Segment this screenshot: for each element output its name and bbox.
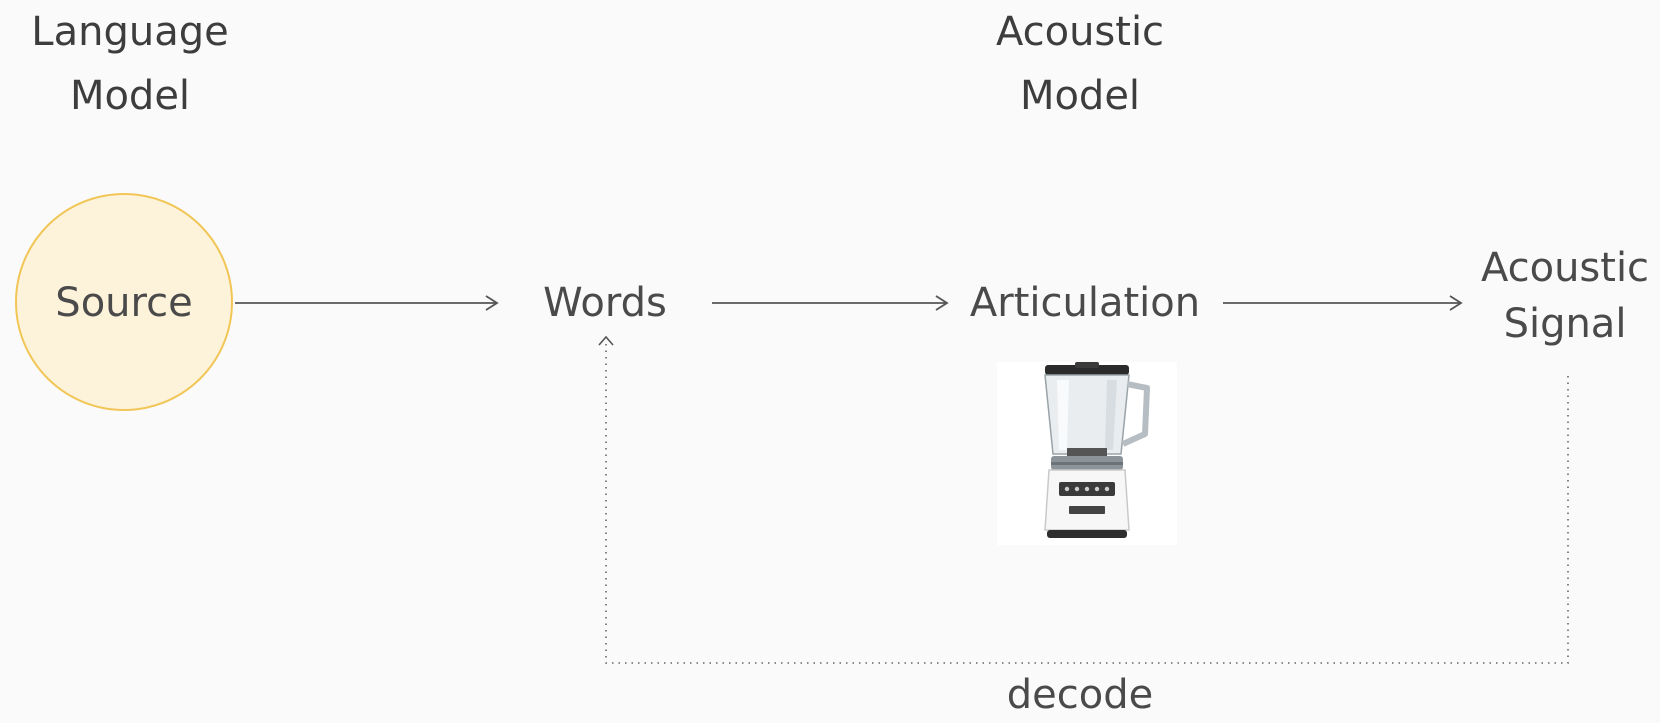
arrow-words-to-articulation — [712, 295, 949, 311]
decode-feedback-path — [598, 335, 1569, 664]
decode-label: decode — [1006, 672, 1154, 718]
language-model-heading: Language Model — [31, 9, 229, 119]
source-node-label: Source — [55, 280, 193, 326]
blender-image — [997, 362, 1177, 545]
source-circle — [15, 193, 233, 411]
arrow-source-to-words — [235, 295, 499, 311]
arrow-articulation-to-signal — [1223, 295, 1463, 311]
acoustic-model-heading: Acoustic Model — [995, 9, 1165, 119]
acoustic-signal-node-label: Acoustic Signal — [1480, 245, 1650, 347]
articulation-node-label: Articulation — [969, 280, 1201, 326]
words-node-label: Words — [543, 280, 667, 326]
